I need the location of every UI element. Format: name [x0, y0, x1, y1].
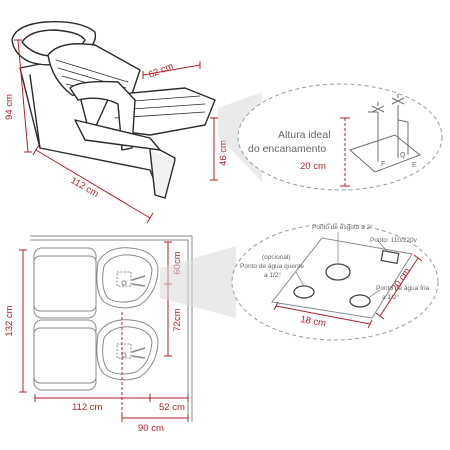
plumbing-height-line — [340, 117, 350, 187]
cold-water-label-1: Ponto de água fria — [376, 285, 430, 292]
chair-armrest — [69, 80, 136, 151]
plumbing-label-q: Q — [400, 152, 406, 159]
power-label: Ponto: 110/220v — [370, 237, 418, 244]
backrest-depth-label: 62 cm — [147, 61, 175, 81]
chair-illustration — [11, 21, 216, 199]
plan-basin-depth-label: 52 cm — [159, 402, 185, 413]
bench-unit-top — [33, 247, 159, 319]
chair-legrest — [74, 119, 161, 151]
bench-unit-bottom — [33, 319, 159, 391]
plumbing-label-e: E — [412, 162, 417, 169]
plumbing-bubble — [237, 83, 443, 191]
chair-pedestal — [149, 149, 176, 199]
hot-water-label-3: a 1/2° — [264, 271, 281, 279]
floor-bubble — [231, 223, 439, 341]
chair-backrest-stitch — [55, 59, 129, 98]
plumbing-height-label: 20 cm — [300, 161, 326, 172]
floor-callout: Ponto de esgoto a 2° Ponto: 110/220v (op… — [160, 223, 439, 341]
chair-base-edge — [29, 74, 41, 149]
basin-top — [96, 247, 159, 309]
floor-callout-beam — [160, 246, 236, 318]
plumbing-title-line1: Altura ideal — [278, 129, 331, 141]
plumbing-callout: Altura ideal do encanamento 20 cm F Q E — [218, 83, 443, 191]
chair-dimension-lines — [14, 39, 218, 224]
hot-water-label-2: Ponto de água quente — [240, 263, 304, 270]
power-point — [380, 249, 400, 265]
plumbing-floor — [349, 94, 421, 173]
drain-label: Ponto de esgoto a 2° — [312, 223, 373, 231]
plan-basin-spacing-label: 72cm — [172, 308, 183, 331]
floor-box — [271, 237, 413, 319]
plan-total-length-label: 132 cm — [4, 305, 15, 336]
plan-bench-length-label: 112 cm — [72, 402, 103, 413]
basin-bottom — [96, 319, 159, 381]
plumbing-title-line2: do encanamento — [248, 143, 326, 155]
hot-water-label-1: (opcional) — [262, 254, 291, 261]
wash-basin-inner — [21, 29, 86, 57]
cold-water-label-2: a 1/2° — [382, 293, 399, 301]
cold-water-point — [349, 294, 371, 308]
plumbing-label-f: F — [381, 161, 385, 168]
floor-width-label: 18 cm — [299, 314, 326, 329]
floor-dimension-lines — [273, 254, 423, 329]
plan-total-depth-label: 90 cm — [138, 423, 164, 434]
seat-height-label: 46 cm — [218, 140, 229, 166]
floor-plan — [30, 235, 193, 422]
chair-height-label: 94 cm — [4, 94, 15, 120]
